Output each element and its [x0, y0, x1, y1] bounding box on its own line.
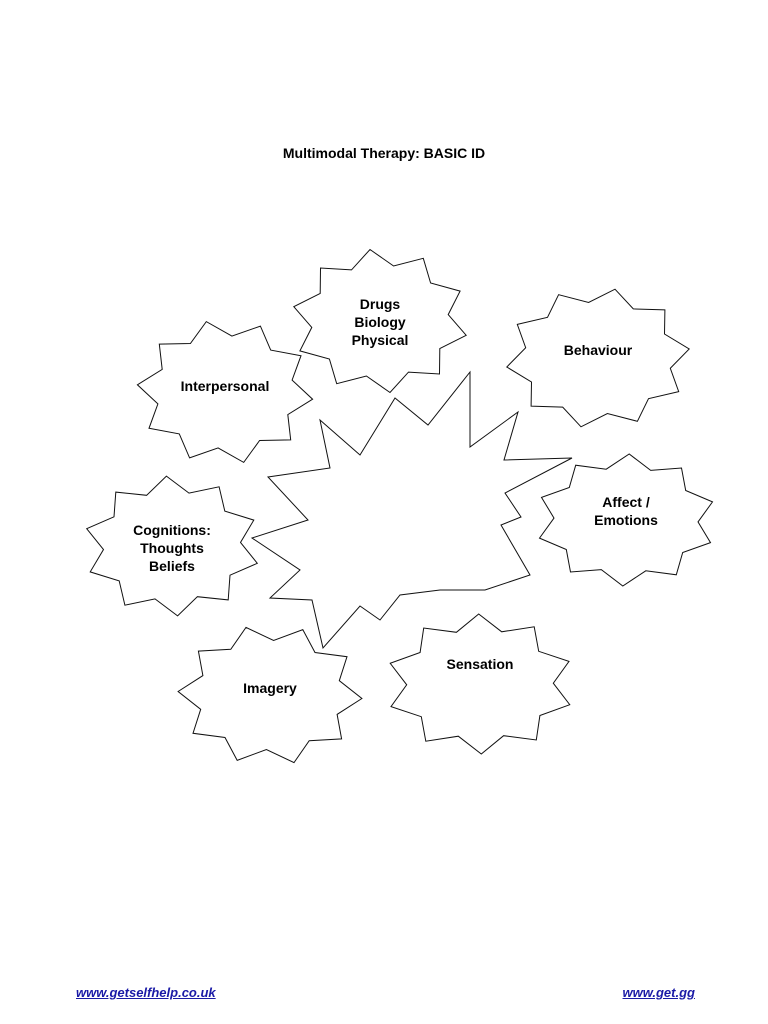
get-gg-link[interactable]: www.get.gg [622, 985, 695, 1000]
cognitions-label-line: Beliefs [149, 558, 195, 574]
modality-behaviour: Behaviour [506, 288, 690, 428]
sensation-star-shape [389, 613, 571, 755]
drugs-label-line: Drugs [360, 296, 401, 312]
interpersonal-label-line: Interpersonal [181, 378, 270, 394]
cognitions-label-line: Cognitions: [133, 522, 211, 538]
imagery-label-line: Imagery [243, 680, 297, 696]
modality-affect: Affect / Emotions [538, 453, 714, 587]
central-burst-shape [250, 370, 573, 650]
modality-sensation: Sensation [389, 613, 571, 755]
affect-label-line: Affect / [602, 494, 650, 510]
modality-interpersonal: Interpersonal [136, 320, 314, 464]
behaviour-star-shape [506, 288, 690, 428]
affect-label-line: Emotions [594, 512, 658, 528]
sensation-label-line: Sensation [447, 656, 514, 672]
cognitions-label-line: Thoughts [140, 540, 204, 556]
imagery-star-shape [177, 626, 363, 764]
central-burst [250, 370, 573, 650]
page-title: Multimodal Therapy: BASIC ID [282, 145, 486, 161]
behaviour-label-line: Behaviour [564, 342, 633, 358]
getselfhelp-link[interactable]: www.getselfhelp.co.uk [76, 985, 216, 1000]
affect-star-shape [538, 453, 714, 587]
drugs-label-line: Biology [354, 314, 406, 330]
modality-imagery: Imagery [177, 626, 363, 764]
interpersonal-star-shape [136, 320, 314, 464]
drugs-label-line: Physical [352, 332, 409, 348]
drugs-star-shape [293, 248, 467, 394]
cognitions-star-shape [85, 475, 259, 617]
